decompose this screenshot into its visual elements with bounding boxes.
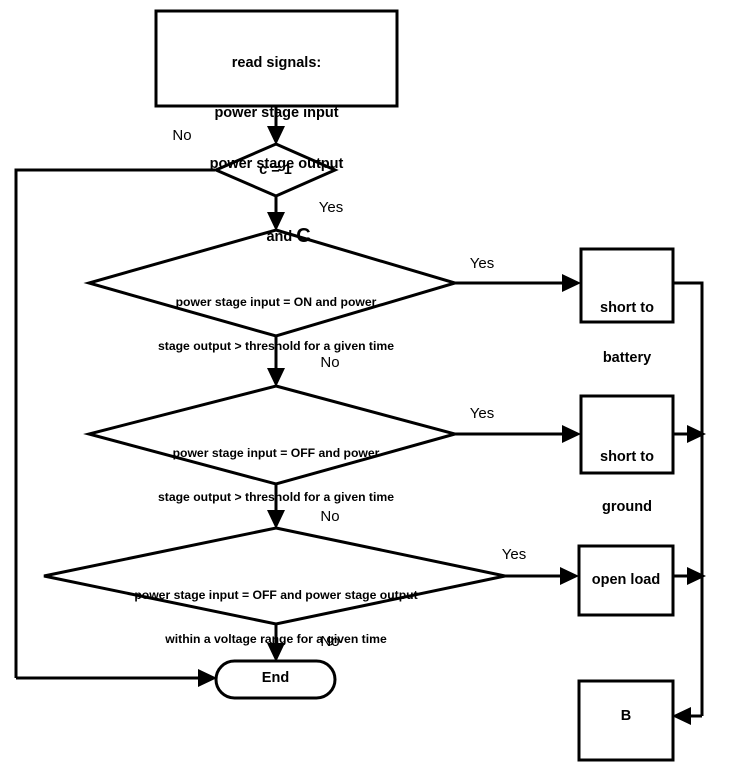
edge-check-c-no-loop: [14, 168, 215, 678]
edge-short-ground-to-bus: [673, 425, 706, 443]
node-connector-b-shape: [577, 679, 675, 762]
edge-d1-no-to-d2: [267, 337, 285, 387]
node-result-short-ground-shape: [579, 394, 675, 475]
edge-loop-to-end: [16, 669, 217, 687]
node-decision-open-load-shape: [43, 526, 506, 626]
node-check-c-shape: [212, 142, 339, 198]
node-decision-short-ground-shape: [83, 384, 461, 486]
edge-d3-yes-to-open-load: [505, 567, 579, 585]
node-decision-short-battery-shape: [83, 228, 461, 338]
edge-d1-yes-to-short-battery: [455, 274, 581, 292]
node-start-read-shape: [154, 9, 399, 108]
edge-check-c-yes-to-d1: [267, 196, 285, 231]
node-end-shape: [214, 659, 337, 700]
node-result-short-battery-shape: [579, 247, 675, 324]
edge-d2-yes-to-short-ground: [455, 425, 581, 443]
edge-short-battery-to-bus: [673, 281, 704, 716]
edge-d3-no-to-end: [267, 625, 285, 662]
edge-start-to-check-c: [267, 106, 285, 145]
edge-bus-to-connector-b: [672, 707, 702, 725]
edge-d2-no-to-d3: [267, 485, 285, 529]
edge-open-load-to-bus: [673, 567, 706, 585]
node-result-open-load-shape: [577, 544, 675, 617]
